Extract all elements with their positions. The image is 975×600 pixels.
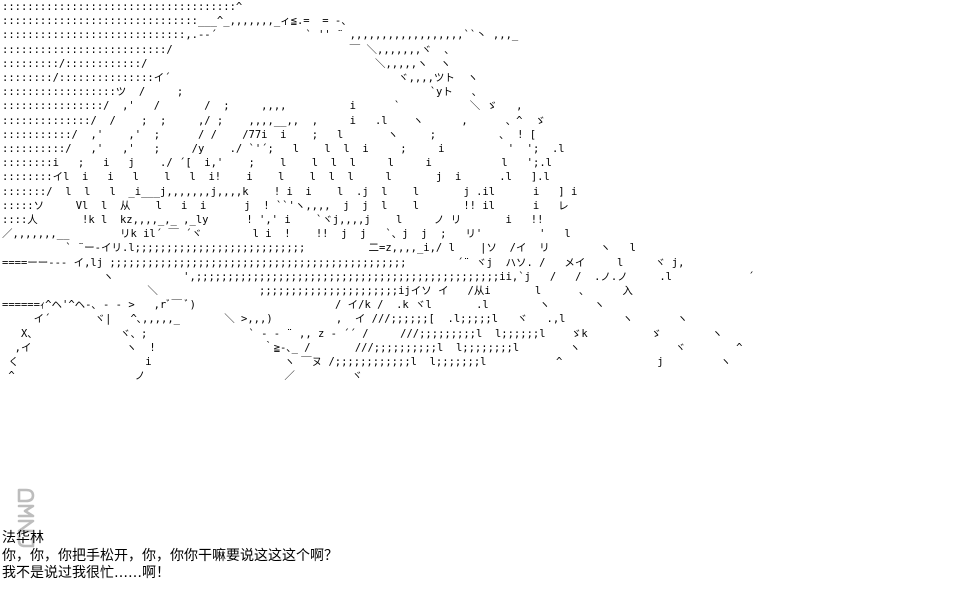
ascii-art-line: ` ¨ー-イリ.l;;;;;;;;;;;;;;;;;;;;;;;;;;; 二=z… (2, 242, 636, 255)
ascii-art-line: ======ｨ^ヘ'^ヘ-､ - - > ,rﾞ￣ ﾞ) / イ/k / .k … (2, 299, 605, 312)
ascii-art-line: :::::::::::/ ,' ,' ; / / /77i i ; l ヽ ; … (2, 128, 537, 141)
ascii-art-line: ::::::::::::::::::::::::::/ ￣ ＼,,,,,,,ヾ … (2, 43, 450, 56)
ascii-art-line: ::::::::::::::/ / ; ; ,/ ; ,,,,__,, , i … (2, 114, 546, 127)
ascii-art-line: ／,,,,,,,__ リk il´ ￣ ´ヾ l i ! !! j j `、j … (2, 228, 571, 241)
ascii-art-line: :::::::/ l l l _i___j,,,,,,,j,,,,k ! i i… (2, 185, 578, 198)
ascii-art-illustration: :::::::::::::::::::::::::::::::::::::^ :… (2, 0, 754, 383)
watermark-logo (14, 488, 38, 552)
ascii-art-line: X、 ヾ、; ` ‐ ‐ ¨ ,, z - ´´ / ///;;;;;;;;;l… (2, 327, 723, 340)
ascii-art-line: :::::::::::::::::::::::::::::::::::::^ (2, 1, 243, 13)
ascii-art-line: ヽ ',;;;;;;;;;;;;;;;;;;;;;;;;;;;;;;;;;;;;… (2, 270, 755, 283)
ascii-art-line: ::::::::イl i i l l l i! i l l l l l j i … (2, 171, 550, 184)
ascii-art-line: ::::::::::::::::/ ,' / / ; ,,,, i ` ＼ ゞ … (2, 100, 523, 113)
ascii-art-line: :::::::::/::::::::::::/ ＼,,,,,ヽ ヽ (2, 57, 451, 70)
ascii-art-line: ::::::::/:::::::::::::::イ´ ヾ,,,,ツト ヽ (2, 72, 479, 85)
speaker-name: 法华林 (2, 530, 44, 546)
watermark-logo-graphic (17, 488, 35, 548)
ascii-art-line: :::::::::::::::::::::::::::::,.-‐´ ` '' … (2, 29, 519, 42)
ascii-art-line: ::::::::i ; i j ./ ´[ i,' ; l l l l l i … (2, 157, 552, 170)
ascii-art-line: :::::ソ Vl l 从 l i i j ! ``'ヽ,,,, j j l l… (2, 199, 569, 212)
ascii-art-line: ::::人 !k l kz,,,,_,_ ,_ly ! ',' i `ヾj,,,… (2, 214, 544, 227)
ascii-art-line: ,イ ヽ ! ｀≧-､_ / ///;;;;;;;;;;l l;;;;;;;;l… (2, 341, 743, 354)
ascii-art-line: く i ヽ ￣ヌ /;;;;;;;;;;;;l l;;;;;;;l ^ j ヽ (2, 356, 731, 369)
ascii-art-line: ====ーー--- イ,lj ;;;;;;;;;;;;;;;;;;;;;;;;;… (2, 256, 685, 269)
dialogue-box: 法华林 你，你，你把手松开，你，你你干嘛要说这这这个啊？ 我不是说过我很忙……啊… (2, 530, 338, 583)
ascii-art-line: ::::::::::/ ,' ,' ; /y ./ `'´; l l l i ;… (2, 143, 565, 156)
dialogue-line-1: 你，你，你把手松开，你，你你干嘛要说这这这个啊？ (2, 547, 338, 564)
ascii-art-line: :::::::::::::::::::::::::::::::___^_,,,,… (2, 15, 352, 28)
ascii-art-line: ::::::::::::::::::ツ / ; `yト ､ (2, 86, 478, 99)
ascii-art-line: ＼ ;;;;;;;;;;;;;;;;;;;;;;ijイソ イ /从i l ､ 入 (2, 285, 633, 298)
ascii-art-line: ^ ノ ／ ヾ (2, 370, 363, 383)
ascii-art-line: イ´ ヾ| ^､,,,,,_ ＼ >,,,) , イ ///;;;;;;[ .l… (2, 313, 688, 326)
dialogue-line-2: 我不是说过我很忙……啊！ (2, 565, 170, 581)
